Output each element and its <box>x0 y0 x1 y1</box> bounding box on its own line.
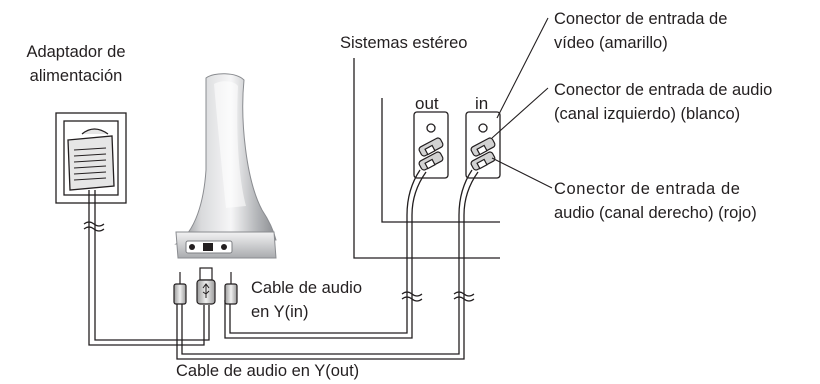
cable-in-label: Cable de audio en Y(in) <box>251 276 362 324</box>
audio-left-label-line1: Conector de entrada de audio <box>554 81 773 99</box>
port-out-label: out <box>415 94 439 113</box>
audio-right-label-line2: audio (canal derecho) (rojo) <box>554 204 757 222</box>
power-adapter-label-line2: alimentación <box>29 67 123 85</box>
jack-plug-left <box>173 272 187 305</box>
port-in-label: in <box>475 94 489 113</box>
audio-right-label: Conector de entrada de audio (canal dere… <box>554 177 757 225</box>
power-adapter-label: Adaptador de alimentación <box>7 40 145 88</box>
cable-in-panel <box>176 169 479 360</box>
stereo-system-outline <box>353 58 500 259</box>
audio-left-label: Conector de entrada de audio (canal izqu… <box>554 78 772 126</box>
usb-plug <box>196 267 216 305</box>
rca-plugs-in <box>470 137 496 171</box>
stereo-system-label: Sistemas estéreo <box>340 34 468 52</box>
power-adapter <box>55 112 127 204</box>
device-tower <box>174 73 277 259</box>
video-in-label-line1: Conector de entrada de <box>554 10 728 28</box>
cable-out-panel <box>224 169 427 339</box>
audio-left-label-line2: (canal izquierdo) (blanco) <box>554 105 741 123</box>
leader-lines <box>491 17 553 189</box>
video-in-label-line2: vídeo (amarillo) <box>554 34 668 52</box>
cable-out-label: Cable de audio en Y(out) <box>176 362 360 380</box>
video-in-label: Conector de entrada de vídeo (amarillo) <box>554 7 727 55</box>
power-cord <box>88 190 210 346</box>
cable-in-label-line1: Cable de audio <box>251 279 363 297</box>
power-adapter-label-line1: Adaptador de <box>26 43 126 61</box>
cable-in-label-line2: en Y(in) <box>251 303 309 321</box>
jack-plug-right <box>224 272 238 305</box>
rca-plugs-out <box>418 137 444 171</box>
audio-right-label-line1: Conector de entrada de <box>554 180 741 198</box>
cable-break-marks <box>83 221 475 302</box>
